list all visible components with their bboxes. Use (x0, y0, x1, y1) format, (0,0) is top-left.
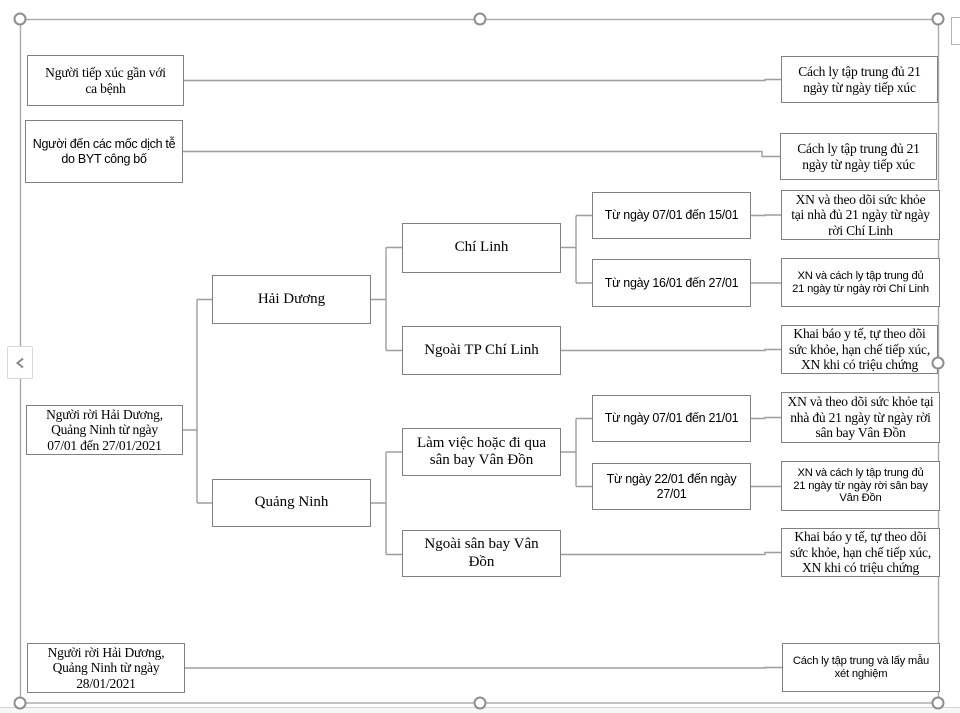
node-ngoai-san-bay[interactable]: Ngoài sân bay Vân Đồn (402, 530, 561, 577)
node-date-2201-2701[interactable]: Từ ngày 22/01 đến ngày 27/01 (592, 463, 751, 510)
resize-handle-top-left[interactable] (13, 12, 27, 26)
node-cach-ly-tiep-xuc-1[interactable]: Cách ly tập trung đủ 21 ngày từ ngày tiế… (781, 56, 938, 103)
node-close-contact[interactable]: Người tiếp xúc gần với ca bệnh (27, 55, 184, 106)
node-xn-cach-ly-chi-linh[interactable]: XN và cách ly tập trung đủ 21 ngày từ ng… (781, 258, 940, 307)
right-edge-fragment (951, 17, 960, 45)
node-date-0701-1501[interactable]: Từ ngày 07/01 đến 15/01 (592, 192, 751, 239)
resize-handle-bottom-right[interactable] (931, 696, 945, 710)
node-epi-sites[interactable]: Người đến các mốc dịch tễ do BYT công bố (25, 120, 183, 183)
node-xn-nha-van-don[interactable]: XN và theo dõi sức khỏe tại nhà đủ 21 ng… (781, 392, 940, 443)
node-khai-bao-y-te-1[interactable]: Khai báo y tế, tự theo dõi sức khỏe, hạn… (781, 325, 938, 374)
node-xn-nha-chi-linh[interactable]: XN và theo dõi sức khỏe tại nhà đủ 21 ng… (781, 190, 940, 240)
text-pane-toggle-button[interactable] (7, 346, 33, 379)
node-date-0701-2101[interactable]: Từ ngày 07/01 đến 21/01 (592, 395, 751, 442)
node-cach-ly-tiep-xuc-2[interactable]: Cách ly tập trung đủ 21 ngày từ ngày tiế… (780, 133, 937, 180)
node-khai-bao-y-te-2[interactable]: Khai báo y tế, tự theo dõi sức khỏe, hạn… (781, 528, 940, 577)
node-quang-ninh[interactable]: Quảng Ninh (212, 479, 371, 527)
resize-handle-top-right[interactable] (931, 12, 945, 26)
node-lam-viec-san-bay[interactable]: Làm việc hoặc đi qua sân bay Vân Đồn (402, 428, 561, 476)
node-hai-duong[interactable]: Hải Dương (212, 275, 371, 324)
node-date-1601-2701[interactable]: Từ ngày 16/01 đến 27/01 (592, 259, 751, 307)
chevron-left-icon (15, 357, 24, 368)
resize-handle-top-center[interactable] (473, 12, 487, 26)
resize-handle-bottom-left[interactable] (13, 696, 27, 710)
node-chi-linh[interactable]: Chí Linh (402, 223, 561, 273)
resize-handle-middle-right[interactable] (931, 356, 945, 370)
node-xn-cach-ly-van-don[interactable]: XN và cách ly tập trung đủ 21 ngày từ ng… (781, 461, 940, 511)
node-left-hdqn-0701-2701[interactable]: Người rời Hải Dương, Quảng Ninh từ ngày … (26, 405, 183, 455)
node-ngoai-tp-chi-linh[interactable]: Ngoài TP Chí Linh (402, 326, 561, 375)
node-left-hdqn-2801[interactable]: Người rời Hải Dương, Quảng Ninh từ ngày … (27, 643, 185, 693)
node-cach-ly-xet-nghiem[interactable]: Cách ly tập trung và lấy mẫu xét nghiệm (782, 643, 940, 692)
resize-handle-bottom-center[interactable] (473, 696, 487, 710)
